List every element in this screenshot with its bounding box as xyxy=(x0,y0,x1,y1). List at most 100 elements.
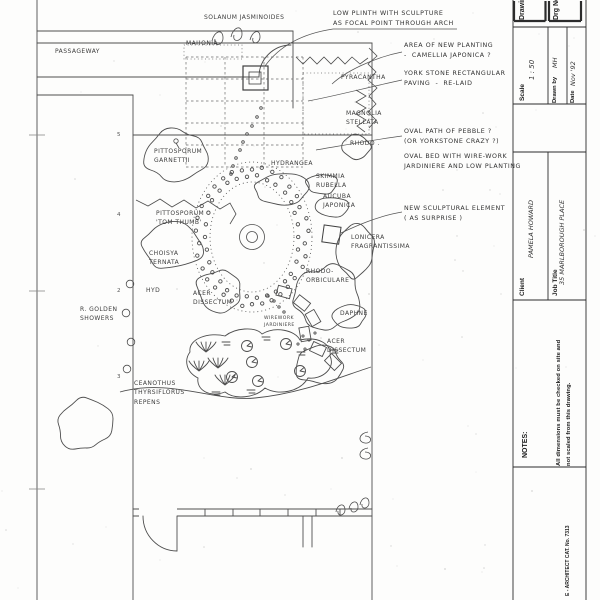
pebble xyxy=(229,298,234,303)
wall-marker: 2 xyxy=(117,288,121,294)
water-ripple xyxy=(221,341,231,346)
noise-speck xyxy=(535,109,537,111)
noise-speck xyxy=(203,457,205,459)
noise-speck xyxy=(314,277,316,279)
pebble xyxy=(264,178,270,183)
pebble xyxy=(273,289,279,294)
notes-text-line2: not scaled from this drawing. xyxy=(566,382,572,466)
noise-speck xyxy=(149,392,151,394)
stone-slab xyxy=(275,284,293,300)
stone-slab xyxy=(323,352,343,372)
noise-speck xyxy=(264,186,266,188)
water-ripple xyxy=(246,389,256,394)
new-planting-bed-dotted xyxy=(183,44,370,135)
noise-speck xyxy=(483,567,485,569)
noise-speck xyxy=(493,245,495,247)
lily-pad xyxy=(252,375,264,387)
client-value: PAMELA HOWARD xyxy=(527,200,535,258)
water-ripple xyxy=(261,336,271,341)
pebble xyxy=(301,334,305,338)
noise-speck xyxy=(461,336,463,338)
noise-speck xyxy=(229,302,231,304)
plant-label-acer-dissectum-1: ACER DISSECTUM xyxy=(193,290,233,307)
plant-label-pittosporum-garnettii: PITTOSPORUM GARNETTII xyxy=(154,148,203,165)
path-dot xyxy=(229,172,233,176)
lily-pad-notch xyxy=(231,373,238,379)
pebble xyxy=(244,294,249,299)
grass-tuft xyxy=(188,360,210,372)
pebble xyxy=(234,176,239,182)
annotation-oval-path: OVAL PATH OF PEBBLE ? (OR YORKSTONE CRAZ… xyxy=(404,128,500,145)
noise-speck xyxy=(422,359,424,361)
path-dot xyxy=(231,164,235,168)
pebble xyxy=(217,188,222,193)
plant-label-rhodo-orbiculare: RHODO- ORBICULARE xyxy=(306,268,350,285)
noise-speck xyxy=(80,91,82,93)
pebble xyxy=(259,165,264,170)
pebble xyxy=(296,234,301,240)
pebble xyxy=(303,254,308,259)
plant-label-choisya-ternata: CHOISYA TERNATA xyxy=(149,250,180,267)
aucuba-outline xyxy=(314,197,350,218)
tom-thumb-edge xyxy=(135,198,237,225)
pebble xyxy=(294,193,300,199)
pebble xyxy=(210,270,215,275)
noise-speck xyxy=(523,11,525,13)
noise-speck xyxy=(5,529,7,531)
noise-speck xyxy=(113,60,115,62)
pebble xyxy=(270,169,275,175)
pebble xyxy=(229,169,234,175)
noise-speck xyxy=(531,490,533,492)
pebble xyxy=(207,260,212,265)
acer-outline xyxy=(195,269,241,314)
pebble xyxy=(239,168,245,173)
drawn-by-value: MH xyxy=(551,57,559,69)
noise-speck xyxy=(225,293,227,295)
noise-speck xyxy=(583,229,585,231)
noise-speck xyxy=(311,100,313,102)
rhodo-outline xyxy=(341,133,372,161)
lily-pad xyxy=(294,365,306,377)
pebble xyxy=(300,264,305,270)
noise-speck xyxy=(538,33,540,35)
plant-label-daphne: DAPHNE xyxy=(340,310,368,317)
daphne-outline xyxy=(331,304,367,329)
noise-speck xyxy=(462,270,464,272)
plant-label-magnolia-stellata: MAGNOLIA STELLATA xyxy=(346,110,382,127)
skimmia-outline xyxy=(304,174,338,195)
noise-speck xyxy=(341,457,343,459)
lily-pad xyxy=(246,356,258,368)
noise-speck xyxy=(176,288,178,290)
pebble xyxy=(302,241,307,246)
noise-speck xyxy=(72,543,74,545)
lily-pad-notch xyxy=(299,367,306,373)
plant-label-mahonia: MAHONIA xyxy=(186,40,219,47)
noise-speck xyxy=(236,477,238,479)
pebble xyxy=(195,253,200,258)
noise-speck xyxy=(573,37,575,39)
noise-speck xyxy=(1,490,3,492)
pebble xyxy=(212,184,217,189)
noise-speck xyxy=(499,193,501,195)
pebble xyxy=(221,292,226,297)
lily-pad-notch xyxy=(285,340,292,346)
lonicera-outline xyxy=(335,222,375,280)
pebble xyxy=(206,210,211,215)
scan-noise xyxy=(1,10,596,589)
noise-speck xyxy=(203,546,205,548)
noise-speck xyxy=(204,61,206,63)
drg-no-label: Drg No xyxy=(553,0,560,20)
magnolia-zigzag xyxy=(355,89,367,133)
client-label: Client xyxy=(519,277,526,296)
pebble xyxy=(277,305,281,309)
noise-speck xyxy=(565,366,567,368)
noise-speck xyxy=(568,45,570,47)
pebble xyxy=(203,222,209,227)
water-ripple xyxy=(296,351,306,356)
noise-speck xyxy=(269,170,271,172)
lily-pad xyxy=(226,371,238,383)
pebble xyxy=(260,301,265,306)
date-label: Date xyxy=(570,90,576,103)
noise-speck xyxy=(433,38,435,40)
lily-pad-notch xyxy=(257,377,264,383)
